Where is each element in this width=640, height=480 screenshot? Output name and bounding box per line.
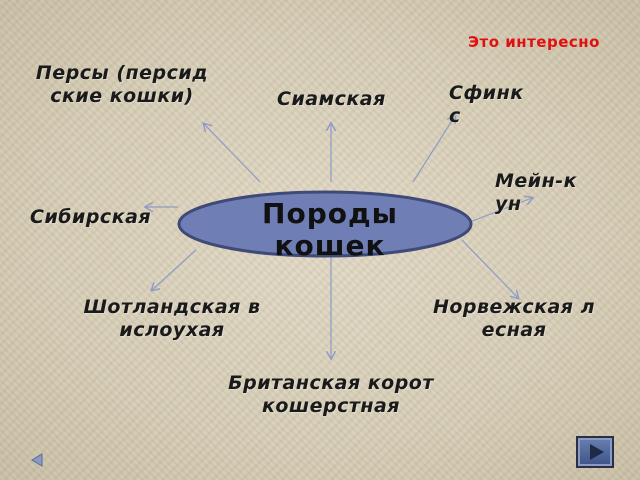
node-persian: Персы (персидские кошки) — [35, 62, 209, 107]
interesting-link[interactable]: Это интересно — [468, 33, 600, 51]
node-scottish: Шотландская вислоухая — [83, 296, 261, 341]
center-ellipse — [177, 190, 473, 258]
arrow-to-norwegian — [461, 239, 518, 298]
node-siberian: Сибирская — [30, 206, 152, 228]
arrow-to-scottish — [152, 249, 197, 290]
node-sphynx: Сфинкс — [449, 82, 524, 127]
play-right-icon[interactable] — [576, 436, 614, 468]
arrow-to-persian — [204, 124, 261, 183]
node-siamese: Сиамская — [277, 88, 386, 110]
arrow-to-sphynx — [412, 116, 455, 183]
triangle-left-icon[interactable] — [31, 452, 43, 467]
arrow-to-maine-coon — [469, 198, 532, 223]
node-norwegian: Норвежская лесная — [432, 296, 596, 341]
node-maine-coon: Мейн-кун — [495, 170, 578, 215]
node-british: Британская короткошерстная — [228, 372, 434, 417]
center-title: Породы кошек — [262, 197, 398, 262]
